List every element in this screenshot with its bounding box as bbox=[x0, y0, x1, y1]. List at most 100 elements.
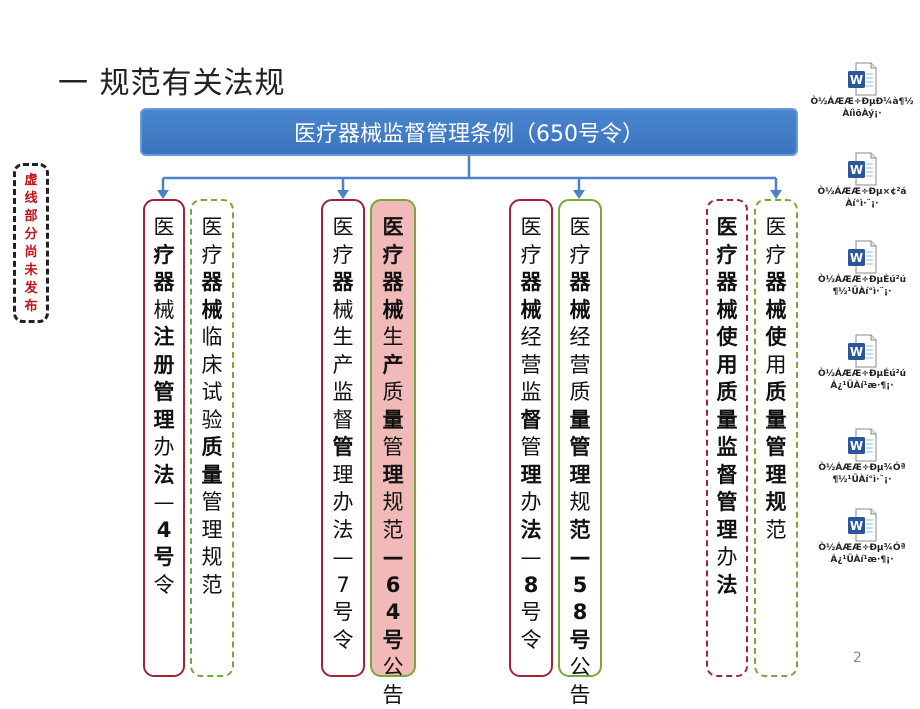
box-char: 规 bbox=[202, 544, 223, 572]
box-char: 疗 bbox=[202, 242, 223, 270]
box-char: 监 bbox=[521, 379, 542, 407]
regulation-box-4-2: 医疗器械使用质量管理规范 bbox=[754, 199, 798, 677]
box-char: 号 bbox=[383, 627, 404, 655]
box-char: 管 bbox=[383, 434, 404, 462]
box-char: 4 bbox=[386, 599, 401, 627]
box-char: 法 bbox=[154, 462, 175, 490]
box-char: 临 bbox=[202, 324, 223, 352]
box-char: 7 bbox=[336, 572, 349, 600]
box-char: 告 bbox=[383, 682, 404, 709]
unpublished-note: 虚线部分尚未发布 bbox=[13, 163, 49, 323]
arrowhead-2 bbox=[337, 190, 349, 199]
box-char: 械 bbox=[570, 297, 591, 325]
word-doc-icon: W bbox=[847, 428, 877, 462]
box-char: 范 bbox=[202, 572, 223, 600]
box-char: 医 bbox=[717, 214, 738, 242]
box-char: 医 bbox=[333, 214, 354, 242]
box-char: 理 bbox=[383, 462, 404, 490]
box-char: 器 bbox=[333, 269, 354, 297]
box-char: 量 bbox=[570, 407, 591, 435]
box-char: 医 bbox=[383, 214, 404, 242]
box-char: 册 bbox=[154, 352, 175, 380]
box-char: 械 bbox=[521, 297, 542, 325]
box-char: 量 bbox=[383, 407, 404, 435]
box-char: 生 bbox=[383, 324, 404, 352]
box-char: 理 bbox=[717, 517, 738, 545]
note-char: 部 bbox=[24, 208, 37, 226]
note-char: 布 bbox=[24, 298, 37, 316]
box-char: 生 bbox=[333, 324, 354, 352]
box-char: 疗 bbox=[766, 242, 787, 270]
box-char: 医 bbox=[202, 214, 223, 242]
box-char: 械 bbox=[717, 297, 738, 325]
box-char: 用 bbox=[766, 352, 787, 380]
box-char: 质 bbox=[383, 379, 404, 407]
word-doc-icon: W bbox=[847, 62, 877, 96]
svg-text:W: W bbox=[850, 519, 863, 533]
box-char: 械 bbox=[766, 297, 787, 325]
box-char: 告 bbox=[570, 682, 591, 709]
arrowhead-1 bbox=[157, 190, 169, 199]
note-char: 发 bbox=[24, 280, 37, 298]
box-char: 督 bbox=[521, 407, 542, 435]
box-char: 办 bbox=[333, 489, 354, 517]
note-char: 虚 bbox=[24, 172, 37, 190]
regulation-650-box: 医疗器械监督管理条例（650号令） bbox=[140, 108, 798, 156]
box-char: 量 bbox=[202, 462, 223, 490]
svg-text:W: W bbox=[850, 163, 863, 177]
svg-text:W: W bbox=[850, 345, 863, 359]
page-number: 2 bbox=[853, 650, 862, 666]
box-char: 规 bbox=[766, 489, 787, 517]
box-char: 号 bbox=[570, 627, 591, 655]
box-char: 器 bbox=[570, 269, 591, 297]
box-char: 规 bbox=[383, 489, 404, 517]
box-char: 8 bbox=[524, 572, 539, 600]
box-char: 械 bbox=[333, 297, 354, 325]
svg-text:W: W bbox=[850, 439, 863, 453]
box-char: 注 bbox=[154, 324, 175, 352]
box-char: 医 bbox=[154, 214, 175, 242]
box-char: 管 bbox=[333, 434, 354, 462]
box-char: 医 bbox=[766, 214, 787, 242]
box-char: 理 bbox=[766, 462, 787, 490]
box-char: 令 bbox=[333, 627, 354, 655]
box-char: 床 bbox=[202, 352, 223, 380]
box-char: 公 bbox=[383, 654, 404, 682]
box-char: 质 bbox=[570, 379, 591, 407]
box-char: 量 bbox=[766, 407, 787, 435]
box-char: 器 bbox=[766, 269, 787, 297]
box-char: 管 bbox=[766, 434, 787, 462]
box-char: 号 bbox=[154, 544, 175, 572]
note-char: 分 bbox=[24, 226, 37, 244]
svg-text:W: W bbox=[850, 73, 863, 87]
box-char: 8 bbox=[573, 599, 588, 627]
box-char: 使 bbox=[766, 324, 787, 352]
box-char: 器 bbox=[717, 269, 738, 297]
document-attachment[interactable]: W Ò½ÁÆÆ÷ÐµÐ¼à¶½ ÀíìõÀý¡· bbox=[812, 62, 912, 120]
word-doc-icon: W bbox=[847, 152, 877, 186]
box-char: — bbox=[570, 544, 591, 572]
box-char: 督 bbox=[333, 407, 354, 435]
box-char: 疗 bbox=[521, 242, 542, 270]
box-char: 器 bbox=[202, 269, 223, 297]
document-caption: Ò½ÁÆÆ÷ÐµÐ¼à¶½ ÀíìõÀý¡· bbox=[810, 96, 913, 120]
box-char: 经 bbox=[521, 324, 542, 352]
box-char: 量 bbox=[717, 407, 738, 435]
word-doc-icon: W bbox=[847, 240, 877, 274]
note-char: 未 bbox=[24, 262, 37, 280]
box-char: 验 bbox=[202, 407, 223, 435]
box-char: 理 bbox=[521, 462, 542, 490]
box-char: 法 bbox=[717, 572, 738, 600]
box-char: 试 bbox=[202, 379, 223, 407]
box-char: 法 bbox=[521, 517, 542, 545]
